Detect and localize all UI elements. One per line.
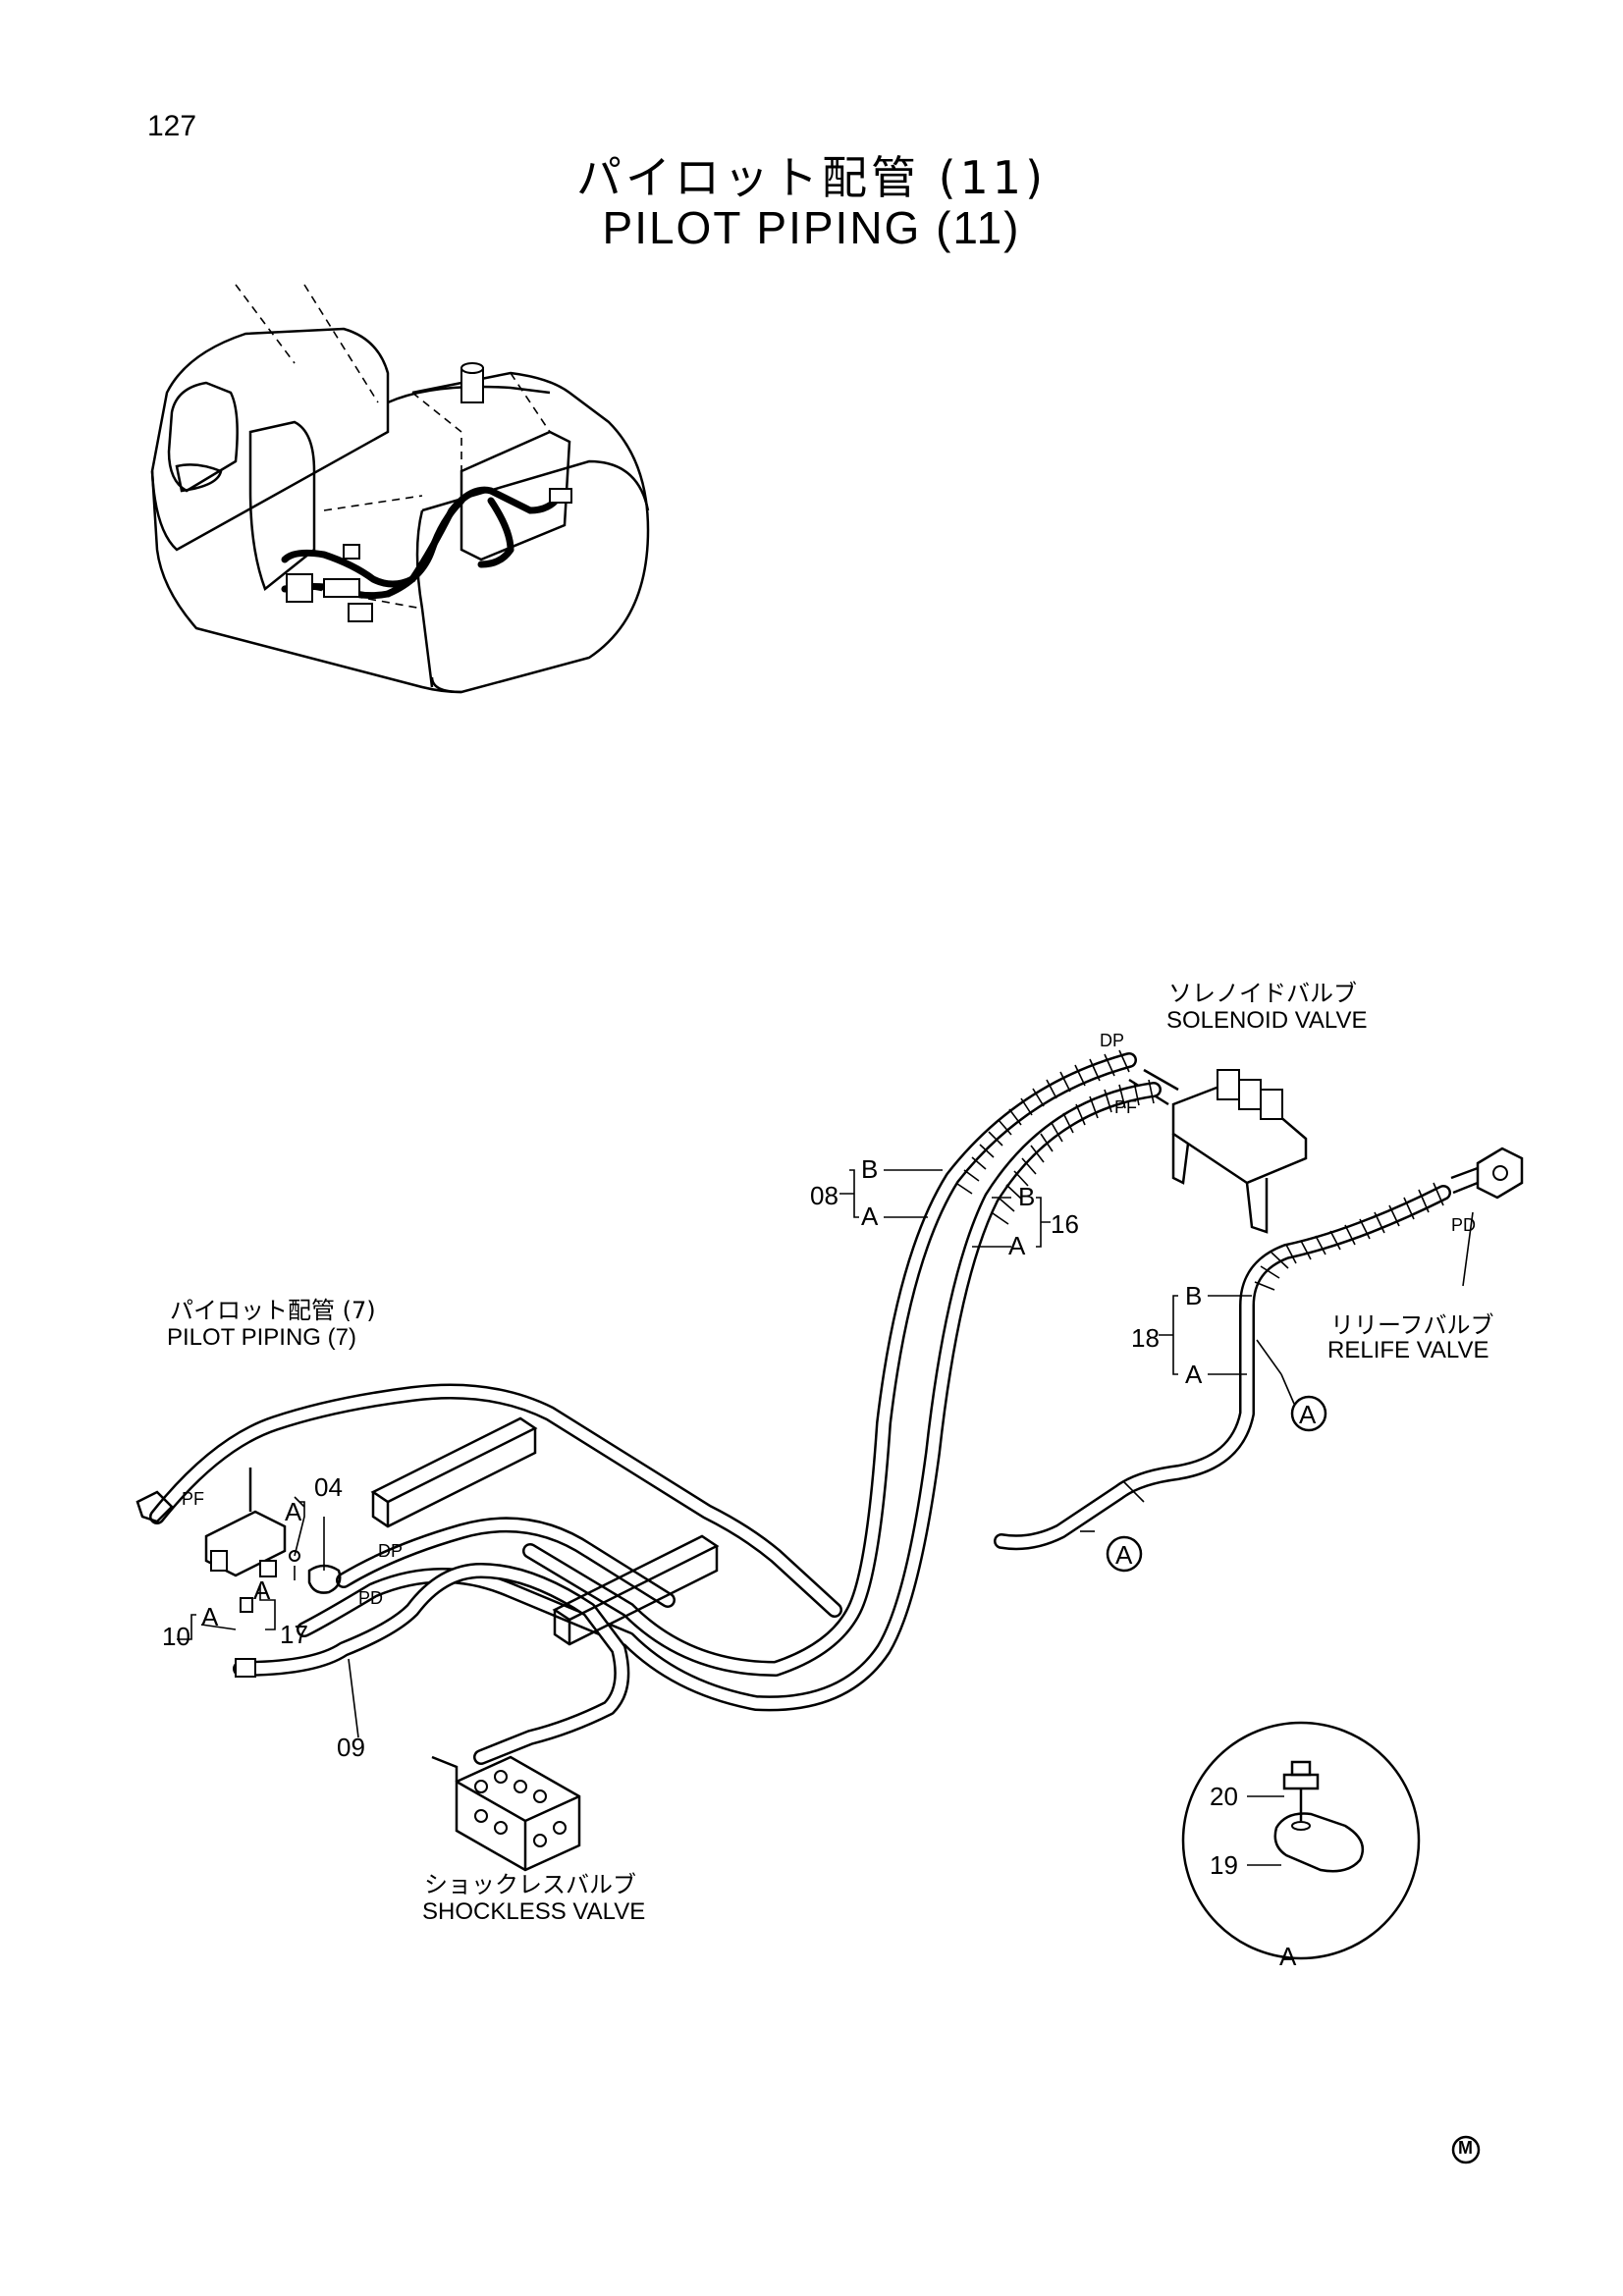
circled-a-icon	[1280, 1373, 1327, 1432]
circled-m-icon	[1451, 2135, 1481, 2164]
solenoid-valve-label-japanese: ソレノイドバルブ	[1168, 980, 1357, 1007]
detail-ref-a-clamp: A	[1115, 1540, 1133, 1570]
relief-valve-label-japanese: リリーフバルブ	[1330, 1311, 1494, 1339]
part-number-19: 19	[1210, 1850, 1238, 1880]
shockless-valve-label-english: SHOCKLESS VALVE	[422, 1898, 646, 1925]
part-number-10: 10	[162, 1622, 190, 1651]
hose-18	[994, 1182, 1451, 1551]
port-label-pd-relief: PD	[1451, 1215, 1477, 1235]
shockless-valve-label-japanese: ショックレスバルブ	[424, 1871, 636, 1898]
port-label-pd-pilot: PD	[358, 1588, 384, 1608]
hose-17-end-a: A	[253, 1575, 271, 1605]
hose-04	[149, 1383, 842, 1618]
pilot-piping-ref-label-english: PILOT PIPING (7)	[167, 1324, 356, 1351]
part-number-17: 17	[280, 1620, 308, 1649]
page-number: 127	[147, 110, 197, 142]
detail-view-a	[1181, 1721, 1421, 1960]
circled-m-letter: M	[1458, 2138, 1473, 2158]
part-number-18: 18	[1131, 1323, 1160, 1353]
part-number-04: 04	[314, 1472, 343, 1502]
hose-08-end-b: B	[861, 1154, 879, 1184]
pilot-valve-block-illustration	[135, 1468, 342, 1678]
hose-10-end-a: A	[201, 1602, 219, 1631]
mounting-rail-upper	[370, 1416, 538, 1528]
shockless-valve-illustration	[431, 1755, 581, 1872]
port-label-pf-solenoid: PF	[1114, 1097, 1138, 1117]
port-label-dp-pilot: DP	[378, 1541, 404, 1561]
solenoid-valve-label-english: SOLENOID VALVE	[1166, 1007, 1368, 1034]
part-number-09: 09	[337, 1733, 365, 1762]
hose-16-end-b: B	[1018, 1182, 1036, 1211]
spring-guard-16	[992, 1079, 1155, 1225]
hose-09	[233, 1563, 630, 1765]
page-title-english: PILOT PIPING (11)	[602, 202, 1021, 253]
pilot-piping-ref-label-japanese: パイロット配管 (7)	[170, 1297, 376, 1324]
page-title-japanese: パイロット配管 (11)	[575, 151, 1048, 204]
solenoid-valve-illustration	[1128, 1068, 1308, 1234]
hose-18-end-a: A	[1185, 1360, 1203, 1389]
relief-valve-label-english: RELIFE VALVE	[1327, 1337, 1489, 1363]
spring-guard-08	[956, 1049, 1130, 1195]
hose-04-end-a: A	[285, 1497, 302, 1526]
leader-lines	[177, 1169, 1474, 1738]
hose-18-end-b: B	[1185, 1281, 1203, 1310]
port-label-pf-pilot: PF	[182, 1489, 205, 1509]
hose-08	[522, 1052, 1137, 1677]
relief-valve-illustration	[1450, 1147, 1524, 1200]
part-number-16: 16	[1051, 1209, 1079, 1239]
part-number-20: 20	[1210, 1782, 1238, 1811]
port-label-dp-solenoid: DP	[1100, 1031, 1125, 1050]
hose-16-end-a: A	[1008, 1231, 1026, 1260]
detail-view-label: A	[1279, 1942, 1297, 1971]
hose-dp	[336, 1517, 676, 1608]
detail-ref-a-relief: A	[1299, 1400, 1317, 1429]
circled-a-icon	[1106, 1535, 1143, 1573]
hose-08-end-a: A	[861, 1201, 879, 1231]
part-number-08: 08	[810, 1181, 839, 1210]
excavator-overview-illustration	[150, 284, 650, 694]
mounting-rail-lower	[552, 1534, 720, 1646]
